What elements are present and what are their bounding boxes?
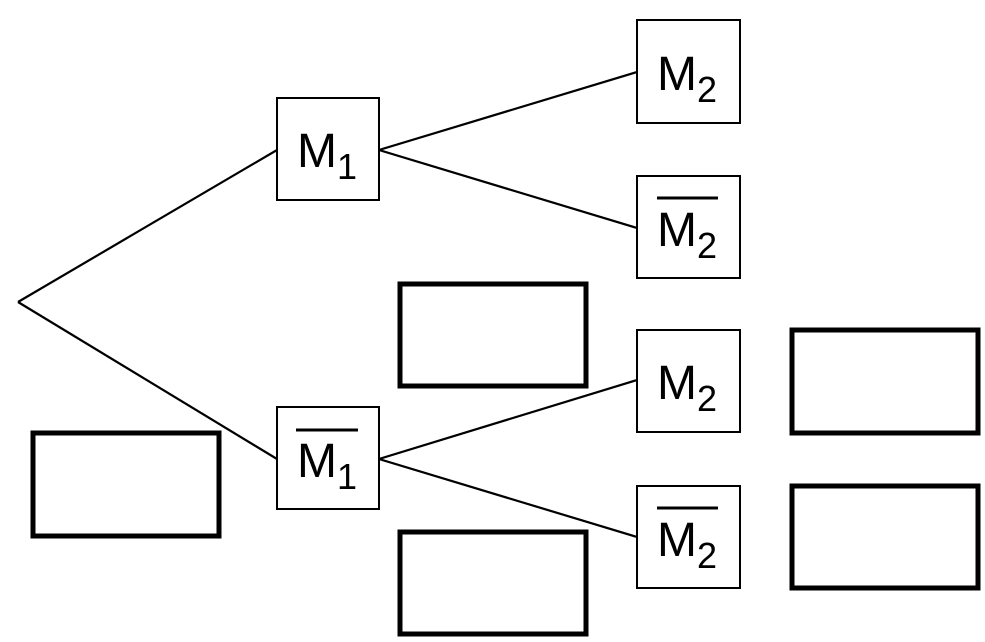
edge-m1-bar-to-m2-bar: [378, 457, 638, 539]
node-m1-m2-bar-letter: M: [657, 204, 697, 257]
node-m1-m2-sub: 2: [697, 69, 717, 110]
node-m1-m2: M2: [636, 19, 741, 124]
edge-m1-bar-to-m2: [378, 378, 638, 461]
svg-text:M2: M2: [657, 204, 717, 266]
node-m1-m2-bar: M2: [636, 175, 741, 279]
svg-text:M1: M1: [297, 435, 357, 497]
answer-box-m2-upper[interactable]: [789, 327, 981, 436]
svg-text:M2: M2: [657, 357, 717, 419]
node-m1bar-m2-sub: 2: [697, 378, 717, 419]
node-m1-sub: 1: [337, 146, 357, 187]
node-m1bar-m2-letter: M: [657, 357, 697, 410]
answer-box-m1bar-upper[interactable]: [397, 281, 589, 389]
edge-m1-to-m2: [378, 70, 638, 152]
answer-box-m1bar-lower[interactable]: [397, 529, 589, 637]
node-m1-letter: M: [297, 125, 337, 178]
svg-text:M1: M1: [297, 125, 357, 187]
node-m1: M1: [276, 97, 380, 201]
edge-root-to-m1-bar: [17, 301, 278, 460]
edge-m1-to-m2-bar: [378, 148, 638, 230]
node-m1bar-m2-bar: M2: [636, 485, 741, 589]
edge-root-to-m1: [17, 149, 278, 303]
node-m1-bar: M1: [276, 406, 380, 510]
answer-box-m2-lower[interactable]: [789, 483, 981, 591]
svg-text:M2: M2: [657, 48, 717, 110]
node-m1-bar-letter: M: [297, 435, 337, 488]
node-m1bar-m2-bar-letter: M: [657, 514, 697, 567]
node-m1-bar-sub: 1: [337, 456, 357, 497]
node-m1bar-m2-bar-sub: 2: [697, 535, 717, 576]
node-m1-m2-bar-sub: 2: [697, 225, 717, 266]
node-m1-m2-letter: M: [657, 48, 697, 101]
svg-text:M2: M2: [657, 514, 717, 576]
answer-box-root-lower[interactable]: [30, 430, 222, 539]
node-m1bar-m2: M2: [636, 329, 741, 433]
